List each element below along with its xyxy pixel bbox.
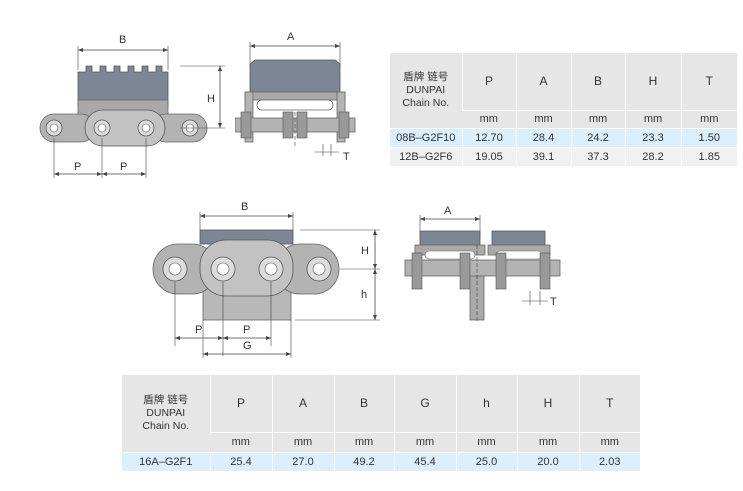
unit-cell: mm: [515, 109, 571, 128]
value-cell: 1.50: [680, 127, 737, 147]
header-line-brand: DUNPAI: [146, 406, 186, 419]
unit-cell: mm: [624, 109, 681, 128]
header-p: P: [461, 53, 516, 110]
table-row: 16A–G2F1 25.4 27.0 49.2 45.4 25.0 20.0 2…: [122, 451, 640, 471]
chain-end-view-1: A T: [235, 31, 356, 163]
dim-label-t: T: [550, 296, 557, 308]
dim-label-g: G: [243, 340, 252, 352]
value-cell: 45.4: [393, 451, 456, 471]
header-b: B: [570, 53, 625, 110]
unit-cell: mm: [333, 431, 394, 452]
header-line-brand: DUNPAI: [406, 83, 446, 96]
value-cell: 39.1: [515, 146, 571, 166]
value-cell: 12.70: [461, 127, 516, 147]
chain-no-header: 盾牌 链号 DUNPAI Chain No.: [122, 375, 210, 452]
unit-cell: mm: [462, 109, 516, 128]
dim-label-t: T: [343, 151, 350, 163]
header-h: H: [624, 53, 681, 110]
chain-no-header: 盾牌 链号 DUNPAI Chain No.: [390, 53, 462, 128]
header-g: G: [393, 375, 456, 432]
unit-cell: mm: [393, 431, 456, 452]
header-line-chain-no: Chain No.: [402, 96, 450, 109]
dim-label-p2: P: [243, 324, 250, 336]
value-cell: 23.3: [624, 127, 681, 147]
dim-label-p1: P: [195, 324, 202, 336]
value-cell: 1.85: [680, 146, 737, 166]
dim-label-a: A: [287, 31, 295, 43]
dim-label-a: A: [444, 205, 452, 217]
chain-side-view-1: B H P P: [39, 34, 225, 178]
value-cell: 20.0: [516, 451, 579, 471]
header-t: T: [680, 53, 737, 110]
dim-label-b: B: [241, 201, 248, 213]
unit-cell: mm: [570, 109, 625, 128]
value-cell: 27.0: [271, 451, 334, 471]
header-h-lower: h: [455, 375, 517, 432]
chain-end-view-2: A T: [404, 205, 561, 323]
header-h: H: [516, 375, 579, 432]
spec-table-2: 盾牌 链号 DUNPAI Chain No. P A B G h H T mm …: [122, 375, 640, 471]
header-a: A: [515, 53, 571, 110]
value-cell: 25.4: [209, 451, 272, 471]
dim-label-p1: P: [74, 161, 81, 173]
dim-label-h: H: [207, 93, 215, 105]
header-a: A: [271, 375, 334, 432]
chain-no-cell: 16A–G2F1: [122, 451, 210, 471]
unit-cell: mm: [271, 431, 334, 452]
header-line-cn: 盾牌 链号: [143, 393, 189, 406]
dim-label-b: B: [119, 34, 126, 46]
header-b: B: [333, 375, 394, 432]
chain-side-view-2: B H h P P G: [152, 201, 380, 358]
unit-cell: mm: [578, 431, 640, 452]
value-cell: 28.4: [515, 127, 571, 147]
dim-label-h-upper: H: [361, 245, 369, 257]
chain-no-cell: 12B–G2F6: [390, 146, 462, 166]
value-cell: 25.0: [455, 451, 517, 471]
dim-label-p2: P: [120, 161, 127, 173]
value-cell: 49.2: [333, 451, 394, 471]
value-cell: 24.2: [570, 127, 625, 147]
table-row: 12B–G2F6 19.05 39.1 37.3 28.2 1.85: [390, 146, 737, 166]
unit-cell: mm: [455, 431, 517, 452]
unit-cell: mm: [516, 431, 579, 452]
value-cell: 28.2: [624, 146, 681, 166]
header-t: T: [578, 375, 640, 432]
unit-cell: mm: [680, 109, 737, 128]
unit-cell: mm: [210, 431, 272, 452]
header-line-cn: 盾牌 链号: [403, 70, 449, 83]
spec-table-1: 盾牌 链号 DUNPAI Chain No. P A B H T mm mm m…: [390, 53, 737, 166]
value-cell: 19.05: [461, 146, 516, 166]
dim-label-h-lower: h: [361, 289, 367, 301]
table-row: 08B–G2F10 12.70 28.4 24.2 23.3 1.50: [390, 127, 737, 147]
chain-no-cell: 08B–G2F10: [390, 127, 462, 147]
value-cell: 2.03: [578, 451, 640, 471]
value-cell: 37.3: [570, 146, 625, 166]
header-line-chain-no: Chain No.: [142, 419, 190, 432]
header-p: P: [209, 375, 272, 432]
